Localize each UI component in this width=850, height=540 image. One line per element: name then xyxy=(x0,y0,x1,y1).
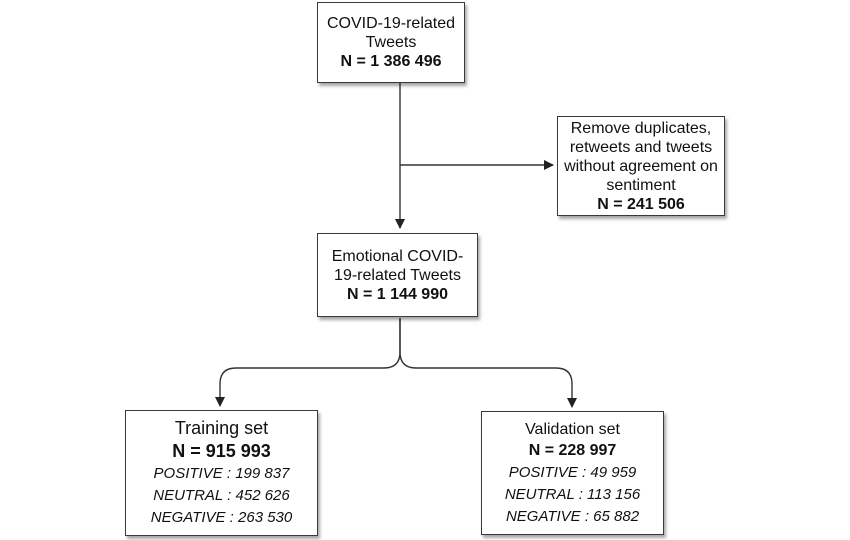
validation-positive: POSITIVE : 49 959 xyxy=(508,463,637,481)
exclusion-box: Remove duplicates, retweets and tweets w… xyxy=(557,116,725,216)
emotional-count: N = 1 144 990 xyxy=(347,285,448,303)
exclusion-line4: sentiment xyxy=(606,176,676,194)
arrow-split-left xyxy=(215,318,401,407)
validation-box: Validation set N = 228 997 POSITIVE : 49… xyxy=(481,411,664,535)
exclusion-line2: retweets and tweets xyxy=(569,138,713,156)
training-box: Training set N = 915 993 POSITIVE : 199 … xyxy=(125,410,318,536)
emotional-line1: Emotional COVID- xyxy=(331,247,464,265)
validation-title: Validation set xyxy=(525,420,620,438)
top-box-line1: COVID-19-related xyxy=(326,15,456,32)
emotional-line2: 19-related Tweets xyxy=(334,266,461,284)
validation-count: N = 228 997 xyxy=(528,441,617,459)
training-title: Training set xyxy=(174,418,269,438)
training-count: N = 915 993 xyxy=(172,441,271,461)
exclusion-line1: Remove duplicates, xyxy=(570,119,712,137)
emotional-box: Emotional COVID- 19-related Tweets N = 1… xyxy=(317,233,478,317)
top-box-count: N = 1 386 496 xyxy=(340,53,442,70)
exclusion-line3: without agreement on xyxy=(564,157,718,175)
exclusion-count: N = 241 506 xyxy=(597,195,685,213)
top-box: COVID-19-related Tweets N = 1 386 496 xyxy=(317,2,465,83)
validation-neutral: NEUTRAL : 113 156 xyxy=(504,485,641,503)
training-neutral: NEUTRAL : 452 626 xyxy=(153,487,290,504)
training-positive: POSITIVE : 199 837 xyxy=(153,465,290,482)
arrow-split-right xyxy=(399,318,577,408)
training-negative: NEGATIVE : 263 530 xyxy=(150,509,293,526)
top-box-line2: Tweets xyxy=(365,34,417,51)
validation-negative: NEGATIVE : 65 882 xyxy=(505,507,640,525)
